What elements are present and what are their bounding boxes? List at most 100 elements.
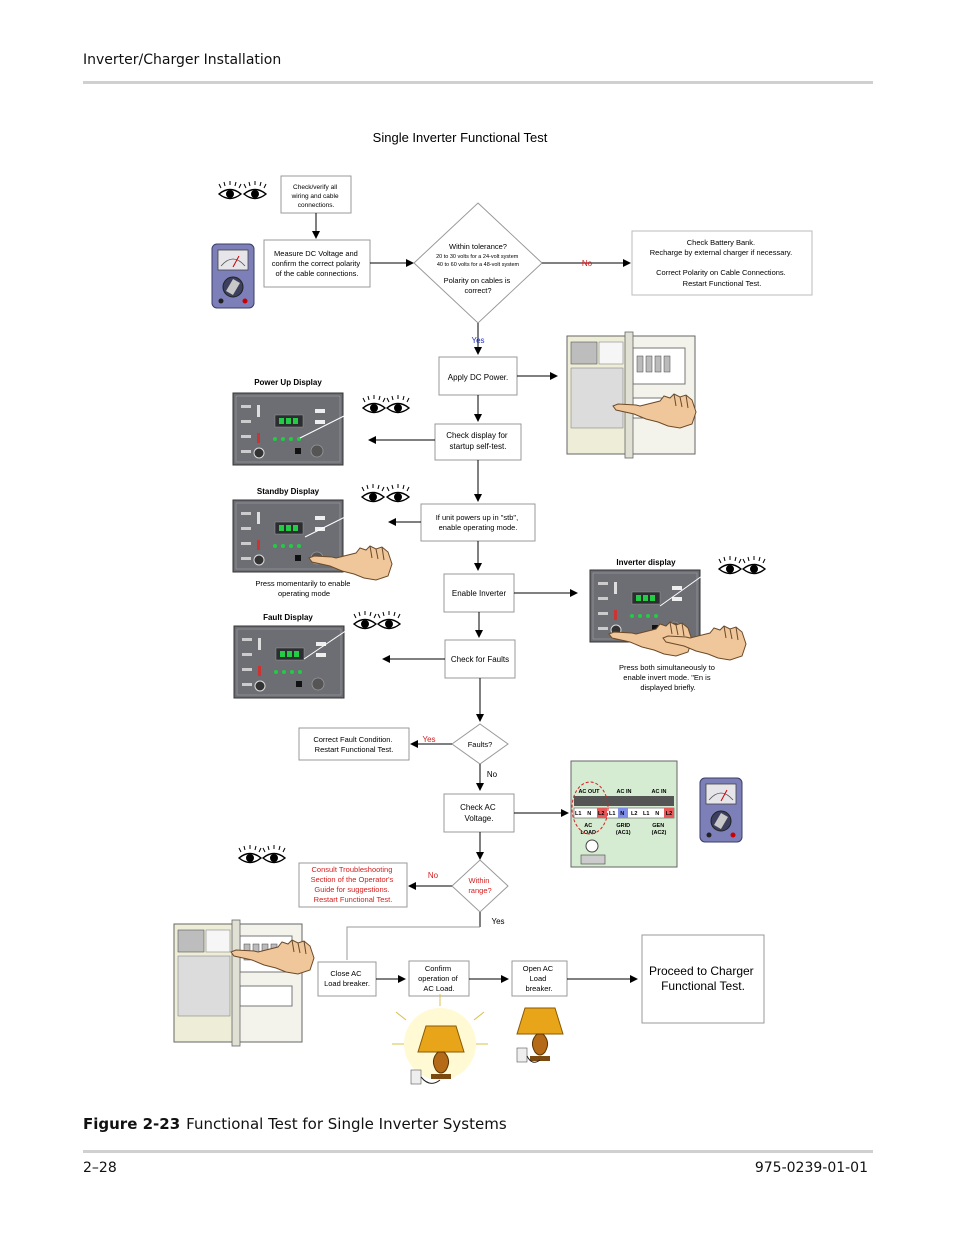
tolerance-text: Polarity on cables is [444, 276, 511, 285]
terminal-label: N [587, 811, 591, 817]
open-ac-box [511, 960, 568, 997]
press-momentarily-text: operating mode [278, 589, 330, 598]
multimeter-icon [699, 777, 743, 843]
measure-dc-box [263, 239, 371, 288]
svg-text:Proceed to Charger Functio: Proceed to Charger Functional Test. [649, 964, 757, 993]
consult-text: Restart Functional Test. [314, 895, 393, 904]
tolerance-text: 40 to 60 volts for a 48-volt system [437, 262, 520, 268]
figure-caption: Figure 2-23 Functional Test for Single In… [83, 1115, 507, 1133]
measure-dc-text: Measure DC Voltage and [274, 249, 358, 258]
check-battery-text: Restart Functional Test. [683, 279, 762, 288]
fault-display-label: Fault Display [263, 613, 313, 622]
press-both-text: enable invert mode. "En is [623, 673, 711, 682]
correct-fault-text: Correct Fault Condition. [313, 735, 392, 744]
inverter-cabinet-image [173, 919, 303, 1047]
page-number: 2–28 [83, 1160, 117, 1176]
press-both-text: Press both simultaneously to [619, 663, 715, 672]
tolerance-text: correct? [464, 286, 491, 295]
svg-text:Consult Troubleshooting Se: Consult Troubleshooting Section of the O… [311, 865, 396, 904]
svg-text:Polarity on cables is corr: Polarity on cables is correct? [444, 276, 513, 295]
figure-caption-text: Functional Test for Single Inverter Syst… [186, 1115, 507, 1133]
check-ac-box [443, 793, 515, 833]
terminal-label: N [620, 811, 624, 817]
svg-text:L1 N L2 L1: L1 N L2 L1 N L2 L1 N L2 [575, 811, 672, 817]
power-up-display-panel [232, 392, 344, 466]
check-wiring-box [280, 175, 352, 214]
check-display-box [434, 423, 522, 461]
svg-text:Within range?: Within range? [468, 876, 491, 895]
close-ac-box [317, 961, 377, 997]
panel-sub-label: AC [584, 823, 592, 829]
panel-label: AC IN [617, 789, 632, 795]
confirm-op-text: operation of [418, 974, 459, 983]
running-header: Inverter/Charger Installation [83, 52, 282, 68]
svg-text:If unit powers up in "stb",: If unit powers up in "stb", enable opera… [436, 513, 521, 532]
svg-text:Press momentarily to enable: Press momentarily to enable operating mo… [255, 579, 352, 598]
terminal-label: L2 [598, 811, 604, 817]
press-momentarily-text: Press momentarily to enable [255, 579, 350, 588]
check-ac-text: Check AC [460, 803, 496, 812]
yes-label: Yes [471, 336, 484, 345]
tolerance-text: Within tolerance? [449, 242, 507, 251]
terminal-label: L1 [643, 811, 649, 817]
confirm-op-text: Confirm [425, 964, 451, 973]
yes-label: Yes [491, 917, 504, 926]
svg-text:Within tolerance?: Within tolerance? [449, 242, 507, 251]
svg-text:Open AC Load breaker.: Open AC Load breaker. [523, 964, 556, 993]
diagram-title: Single Inverter Functional Test [373, 130, 548, 145]
ac-terminal-panel: AC OUT AC IN AC IN L1 N L2 L1 N L2 L1 N … [570, 760, 678, 868]
multimeter-icon [211, 243, 255, 309]
functional-test-flowchart: Single Inverter Functional Test Check/ve… [173, 130, 813, 1085]
no-label: No [428, 871, 439, 880]
consult-text: Guide for suggestions. [314, 885, 389, 894]
if-unit-text: enable operating mode. [439, 523, 518, 532]
standby-display-label: Standby Display [257, 487, 320, 496]
terminal-label: N [655, 811, 659, 817]
check-display-text: startup self-test. [450, 442, 507, 451]
panel-sub-label: LOAD [580, 830, 596, 836]
if-unit-text: If unit powers up in "stb", [436, 513, 518, 522]
terminal-label: L1 [575, 811, 581, 817]
svg-text:AC LOAD GRID: AC LOAD GRID (AC1) GEN (AC2) [580, 823, 666, 836]
footer-rule [83, 1150, 873, 1153]
check-wiring-text: Check/verify all [293, 184, 338, 191]
svg-text:Correct Fault Condition. R: Correct Fault Condition. Restart Functio… [313, 735, 394, 754]
svg-text:Check AC Voltage.: Check AC Voltage. [460, 803, 498, 823]
proceed-text: Proceed to Charger [649, 964, 754, 978]
correct-fault-text: Restart Functional Test. [315, 745, 394, 754]
panel-sub-label: (AC2) [652, 830, 667, 836]
eyes-icon [361, 483, 410, 503]
measure-dc-text: confirm the correct polarity [272, 259, 361, 268]
check-battery-text: Check Battery Bank. [687, 238, 755, 247]
check-ac-text: Voltage. [465, 814, 494, 823]
apply-dc-box [438, 356, 518, 396]
fault-display-panel [233, 625, 345, 699]
lamp-off-icon [516, 1007, 564, 1063]
check-battery-box [631, 230, 813, 296]
svg-text:Measure DC Voltage and con: Measure DC Voltage and confirm the corre… [272, 249, 362, 278]
close-ac-text: Load breaker. [324, 979, 370, 988]
proceed-box [641, 934, 765, 1024]
within-range-text: range? [468, 886, 491, 895]
check-wiring-text: wiring and cable [291, 193, 339, 200]
terminal-label: L2 [631, 811, 637, 817]
close-ac-text: Close AC [330, 969, 362, 978]
figure-label: Figure 2-23 [83, 1115, 181, 1133]
tolerance-text: 20 to 30 volts for a 24-volt system [436, 254, 519, 260]
eyes-icon [718, 555, 766, 575]
no-label: No [487, 770, 498, 779]
svg-text:20 to 30 volts for a 24-volt s: 20 to 30 volts for a 24-volt system 40 t… [436, 254, 520, 268]
panel-sub-label: (AC1) [616, 830, 631, 836]
eyes-icon [238, 844, 286, 864]
svg-text:Close AC Load breaker.: Close AC Load breaker. [324, 969, 370, 988]
correct-fault-box [298, 727, 410, 761]
confirm-op-box [408, 960, 470, 997]
svg-text:Check Battery Bank. Rechar: Check Battery Bank. Recharge by external… [650, 238, 795, 288]
apply-dc-text: Apply DC Power. [448, 373, 508, 382]
terminal-label: L2 [666, 811, 672, 817]
terminal-label: L1 [609, 811, 615, 817]
power-up-display-label: Power Up Display [254, 378, 322, 387]
consult-text: Section of the Operator's [311, 875, 394, 884]
consult-text: Consult Troubleshooting [312, 865, 393, 874]
confirm-op-text: AC Load. [423, 984, 454, 993]
